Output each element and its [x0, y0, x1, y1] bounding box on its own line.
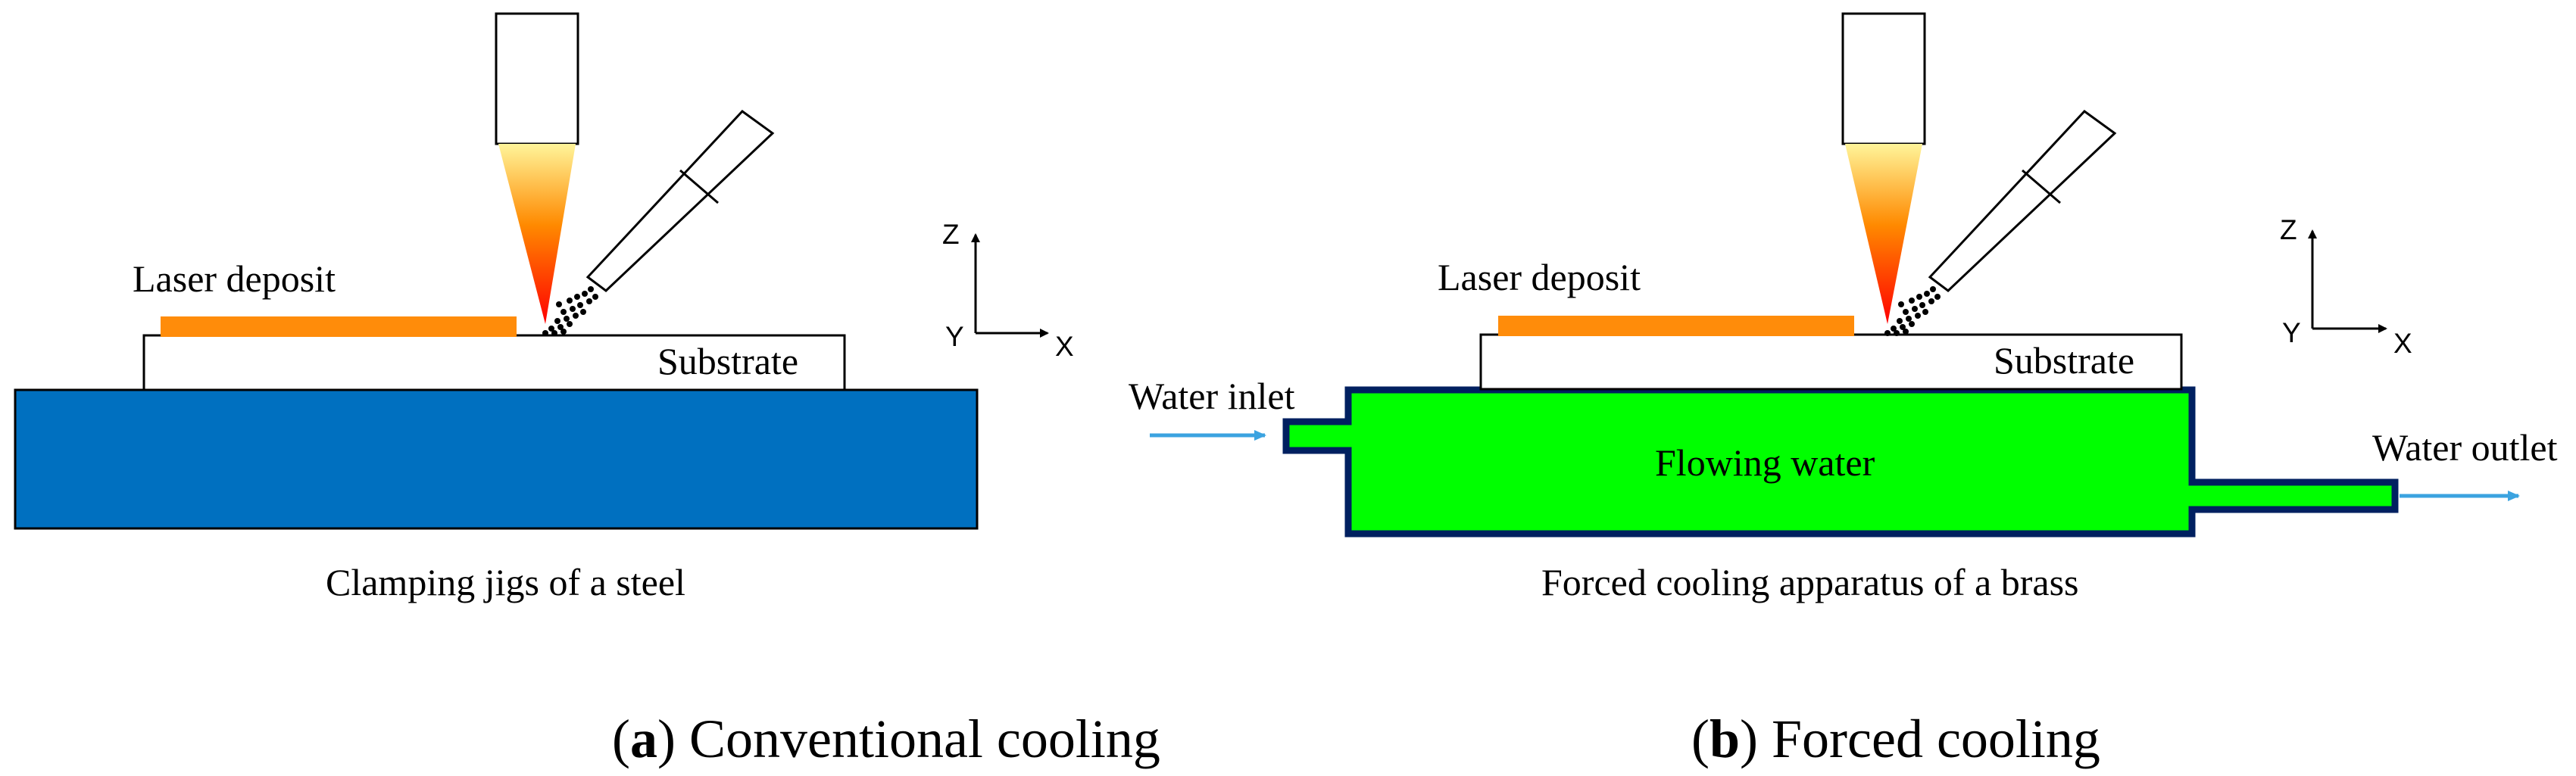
substrate-label-b: Substrate — [1994, 339, 2134, 382]
axis-y-label-b: Y — [2282, 317, 2301, 348]
laser-deposit-label-a: Laser deposit — [133, 257, 336, 300]
flowing-water-label: Flowing water — [1655, 441, 1875, 484]
coordinate-axes-a: Z Y X — [942, 219, 1074, 362]
axis-z-label-a: Z — [942, 219, 960, 250]
caption-b: (b) Forced cooling — [1691, 709, 2100, 769]
axis-x-label-b: X — [2393, 328, 2412, 359]
laser-beam-b — [1845, 144, 1922, 324]
substrate-a — [142, 334, 846, 391]
laser-deposit-bar-a — [161, 316, 517, 337]
substrate-b — [1479, 333, 2183, 391]
forced-cooling-apparatus — [1282, 386, 2399, 538]
powder-nozzle-b — [1928, 110, 2117, 292]
powder-particles-b — [1884, 286, 1941, 336]
cooling-apparatus-label: Forced cooling apparatus of a brass — [1541, 561, 2079, 603]
laser-beam-a — [498, 144, 576, 324]
laser-head-a — [495, 12, 579, 145]
coordinate-axes-b: Z Y X — [2280, 214, 2412, 359]
laser-deposit-bar-b — [1498, 316, 1854, 336]
panel-a: Laser deposit Substrate Clamping jigs of… — [14, 12, 1160, 769]
panel-b: Laser deposit Substrate Water inlet Wate… — [1129, 12, 2558, 769]
clamping-jig-label: Clamping jigs of a steel — [326, 561, 685, 603]
water-inlet-label: Water inlet — [1129, 375, 1295, 417]
axis-z-label-b: Z — [2280, 214, 2297, 245]
substrate-label-a: Substrate — [657, 340, 798, 382]
caption-a: (a) Conventional cooling — [612, 709, 1160, 769]
axis-x-label-a: X — [1055, 331, 1074, 362]
axis-y-label-a: Y — [945, 321, 964, 352]
laser-deposit-label-b: Laser deposit — [1438, 256, 1641, 298]
powder-particles-a — [542, 286, 598, 336]
powder-nozzle-a — [585, 110, 775, 292]
laser-head-b — [1841, 12, 1926, 145]
water-outlet-label: Water outlet — [2372, 426, 2558, 469]
steel-clamping-jig — [14, 388, 979, 530]
